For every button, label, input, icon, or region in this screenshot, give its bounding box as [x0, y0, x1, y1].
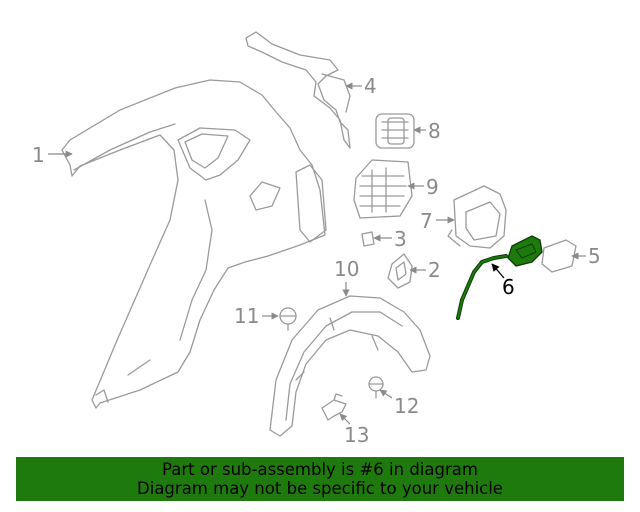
callout-6: 6 — [502, 275, 515, 299]
bracket-part-4 — [245, 31, 351, 149]
clip-part-3 — [361, 231, 375, 247]
part-notice-banner: Part or sub-assembly is #6 in diagram Di… — [16, 457, 624, 501]
callout-12: 12 — [394, 394, 419, 418]
callout-1: 1 — [32, 143, 45, 167]
banner-line-2: Diagram may not be specific to your vehi… — [137, 479, 503, 498]
callout-5: 5 — [588, 244, 601, 268]
wheel-liner-part-10 — [269, 295, 431, 437]
callout-10: 10 — [334, 257, 359, 281]
callout-7: 7 — [420, 209, 433, 233]
callout-3: 3 — [394, 227, 407, 251]
callout-13: 13 — [344, 423, 369, 447]
leader-lines — [48, 82, 586, 425]
plate-part-2 — [387, 253, 413, 289]
fuel-door-part-5 — [541, 239, 577, 273]
callout-4: 4 — [364, 74, 377, 98]
clip-part-13 — [321, 393, 347, 421]
grommet-part-11 — [279, 307, 297, 331]
banner-line-1: Part or sub-assembly is #6 in diagram — [162, 460, 478, 479]
screw-part-12 — [368, 376, 384, 399]
callout-9: 9 — [426, 175, 439, 199]
callout-2: 2 — [428, 258, 441, 282]
parts-diagram: 1 4 8 9 7 3 2 5 6 10 11 12 13 — [32, 31, 601, 447]
callout-8: 8 — [428, 119, 441, 143]
callout-11: 11 — [234, 304, 259, 328]
grille-part-9 — [353, 159, 413, 219]
vent-part-8 — [375, 113, 415, 149]
quarter-panel-part-1 — [61, 79, 327, 409]
fuel-door-actuator-part-6 — [456, 235, 543, 320]
fuel-housing-part-7 — [447, 185, 507, 249]
